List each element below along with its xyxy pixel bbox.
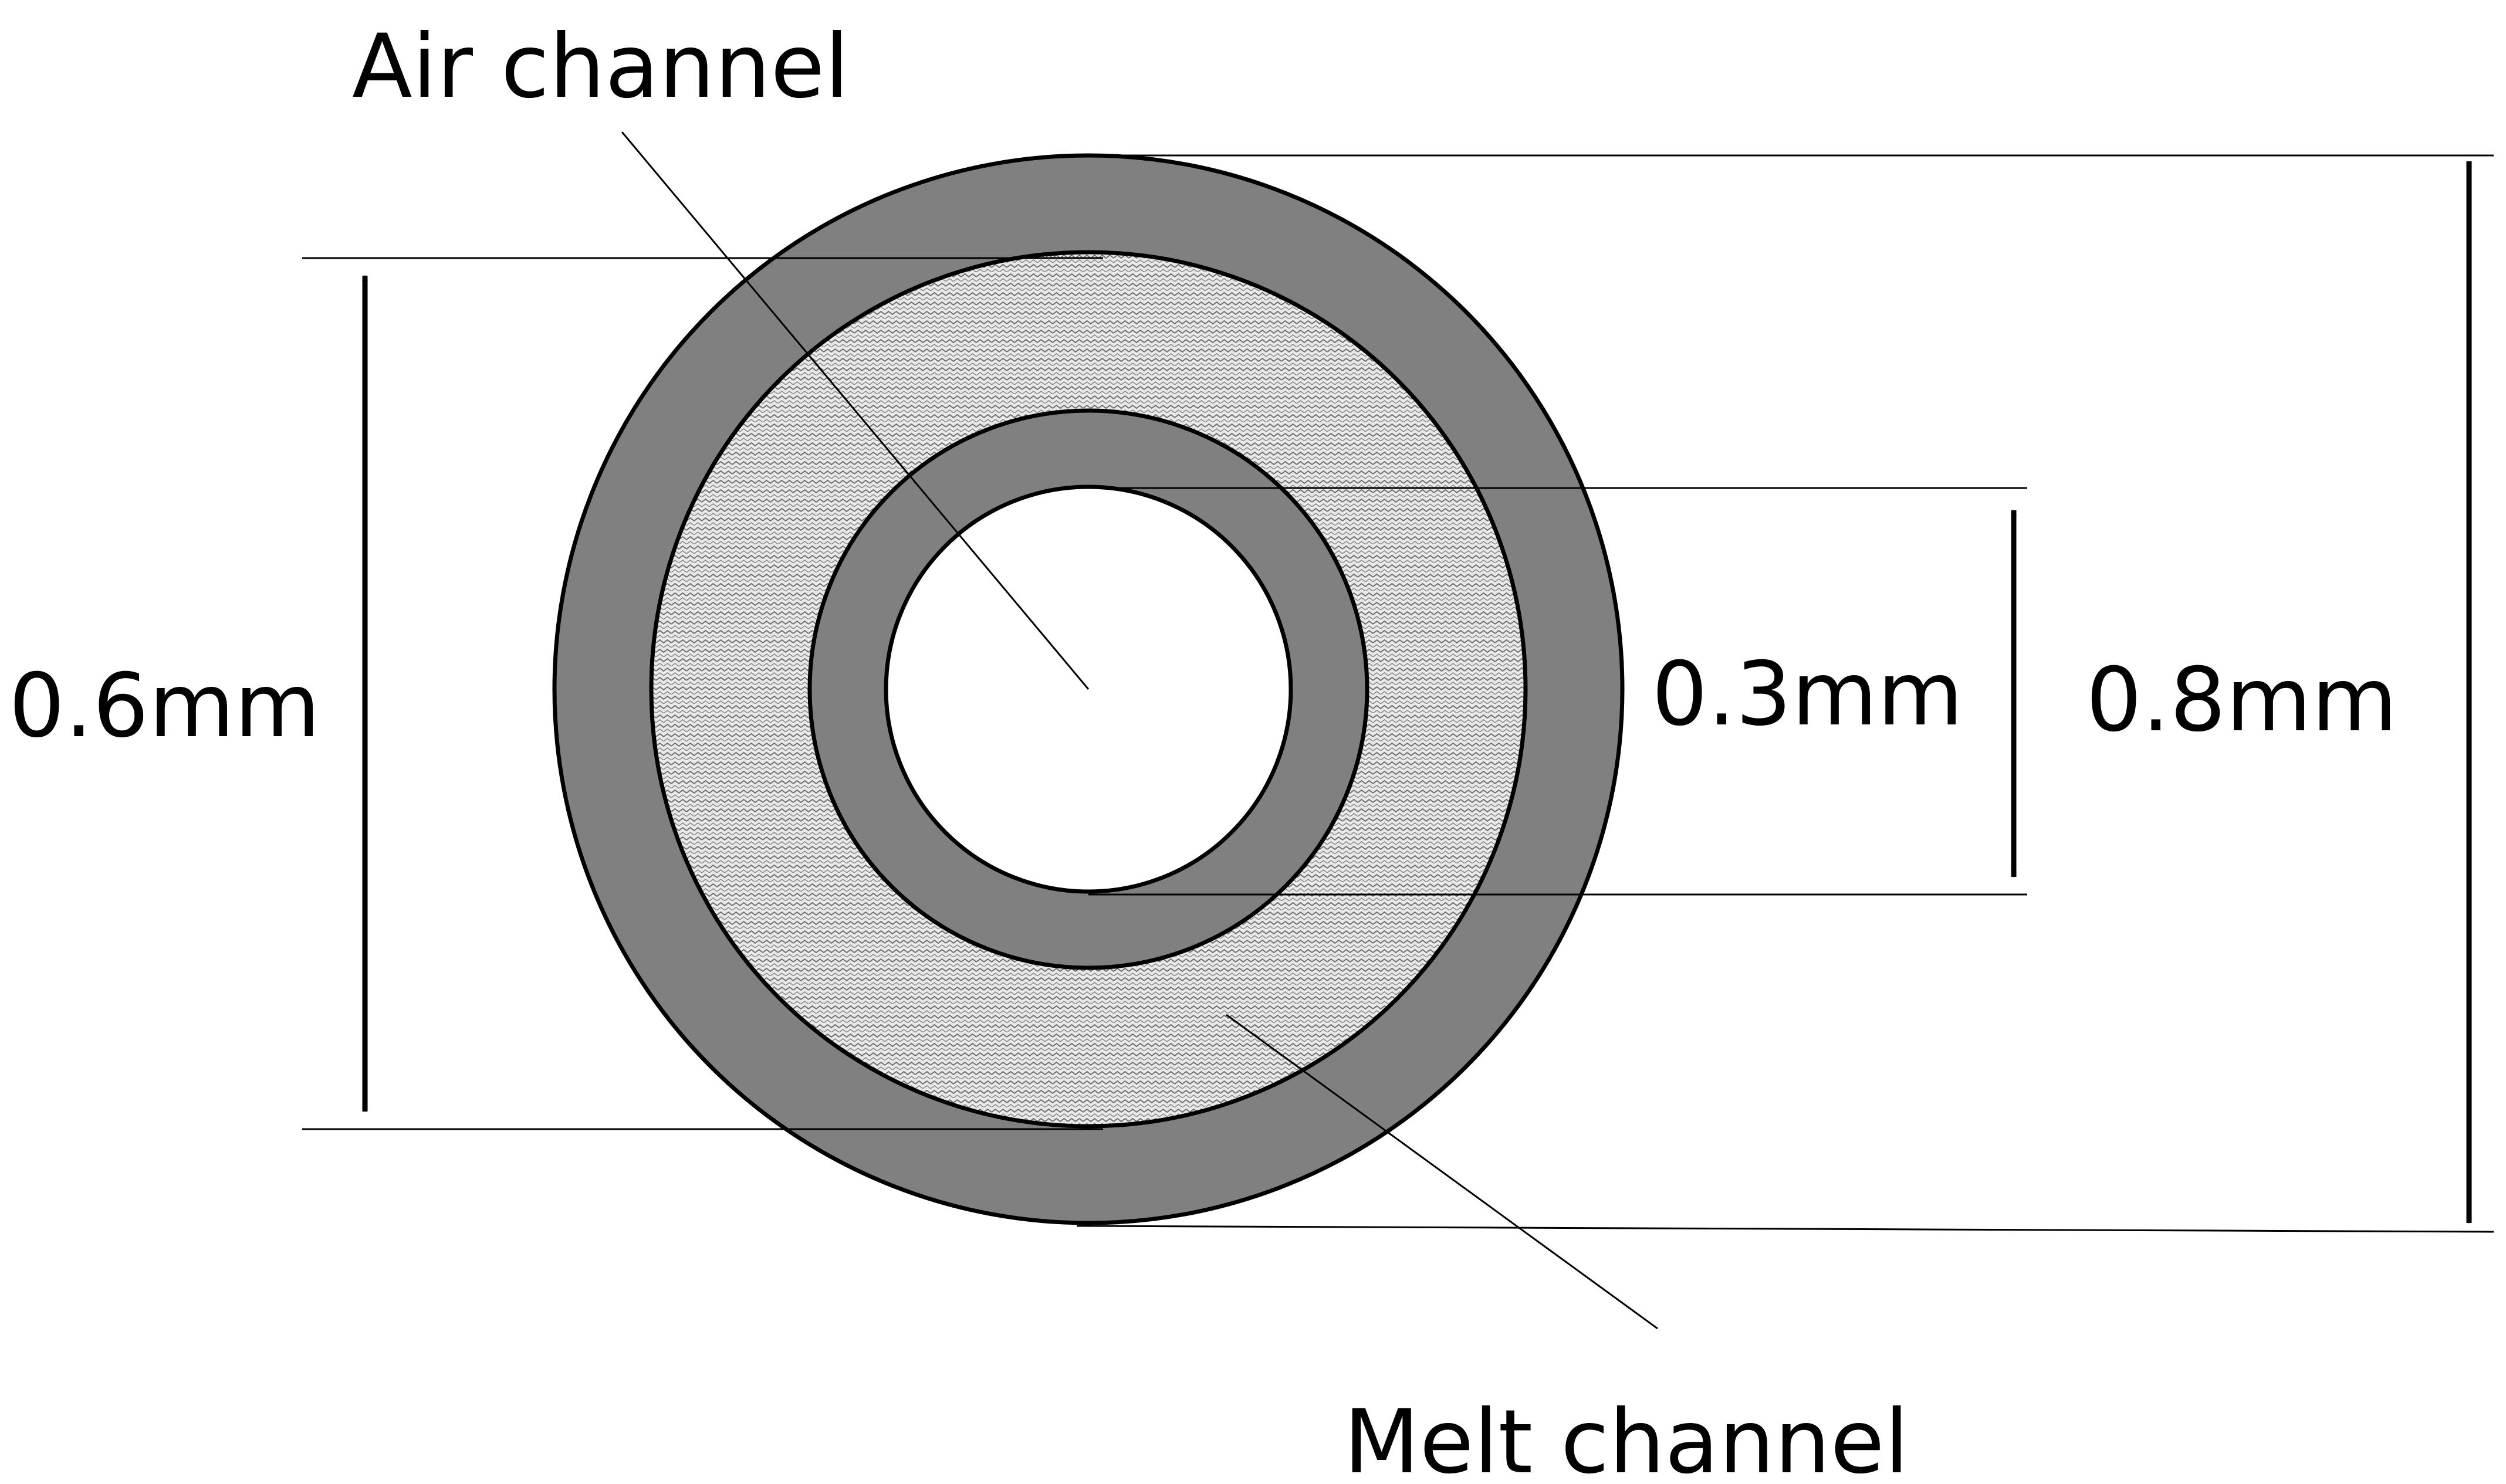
melt-diameter-dimension-label: 0.6mm xyxy=(9,655,320,757)
melt-channel-label: Melt channel xyxy=(1344,1391,1909,1484)
air-channel-label: Air channel xyxy=(352,16,849,118)
outer-diameter-bottom-extension xyxy=(1076,1225,2494,1233)
melt-channel-leader-line xyxy=(1226,1014,1658,1330)
air-diameter-dimension-label: 0.3mm xyxy=(1652,643,1963,746)
air-channel-leader-line xyxy=(621,131,1090,690)
outer-diameter-dimension-label: 0.8mm xyxy=(2086,649,2397,751)
